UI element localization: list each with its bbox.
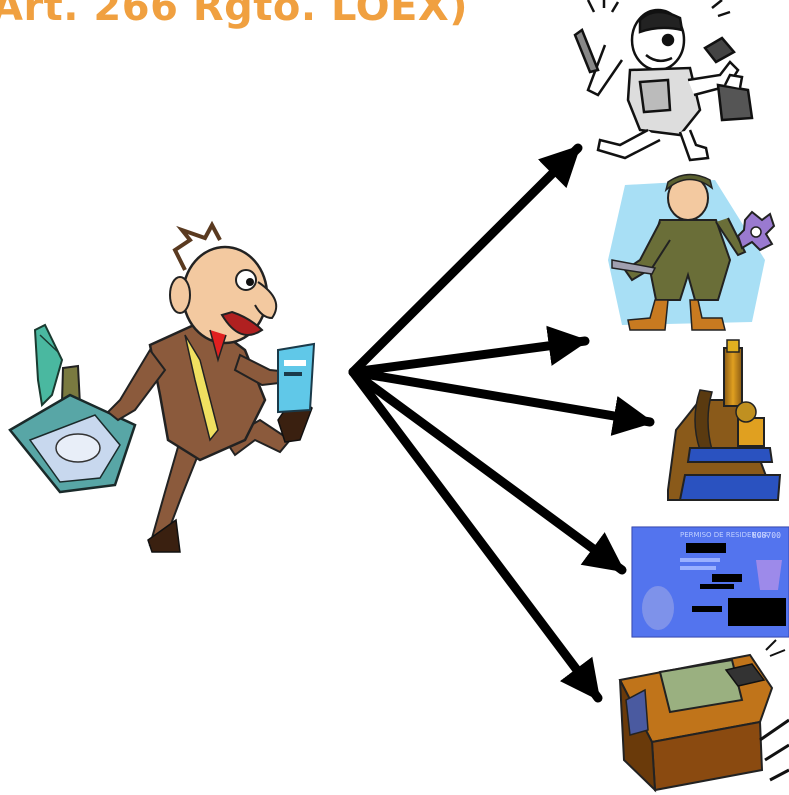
mechanic-icon [608, 173, 776, 331]
arrows [348, 143, 655, 703]
arrow-to-worker [348, 143, 583, 377]
traveler-icon [8, 220, 316, 553]
arrow-to-microscope [348, 367, 655, 436]
worker-icon [573, 0, 754, 162]
microscope-icon [667, 339, 782, 501]
arrow-to-permit [348, 367, 627, 575]
permit-icon: PERMISO DE RESIDENCIA E08700 [631, 526, 789, 638]
office-icon [618, 639, 789, 793]
permit-number-text: E08700 [752, 531, 781, 540]
page-title: Art. 266 Rgto. LOEX) [0, 0, 469, 30]
arrow-to-office [348, 367, 603, 703]
permit-header-text: PERMISO DE RESIDENCIA [680, 531, 769, 539]
arrow-to-mechanic [348, 325, 590, 377]
